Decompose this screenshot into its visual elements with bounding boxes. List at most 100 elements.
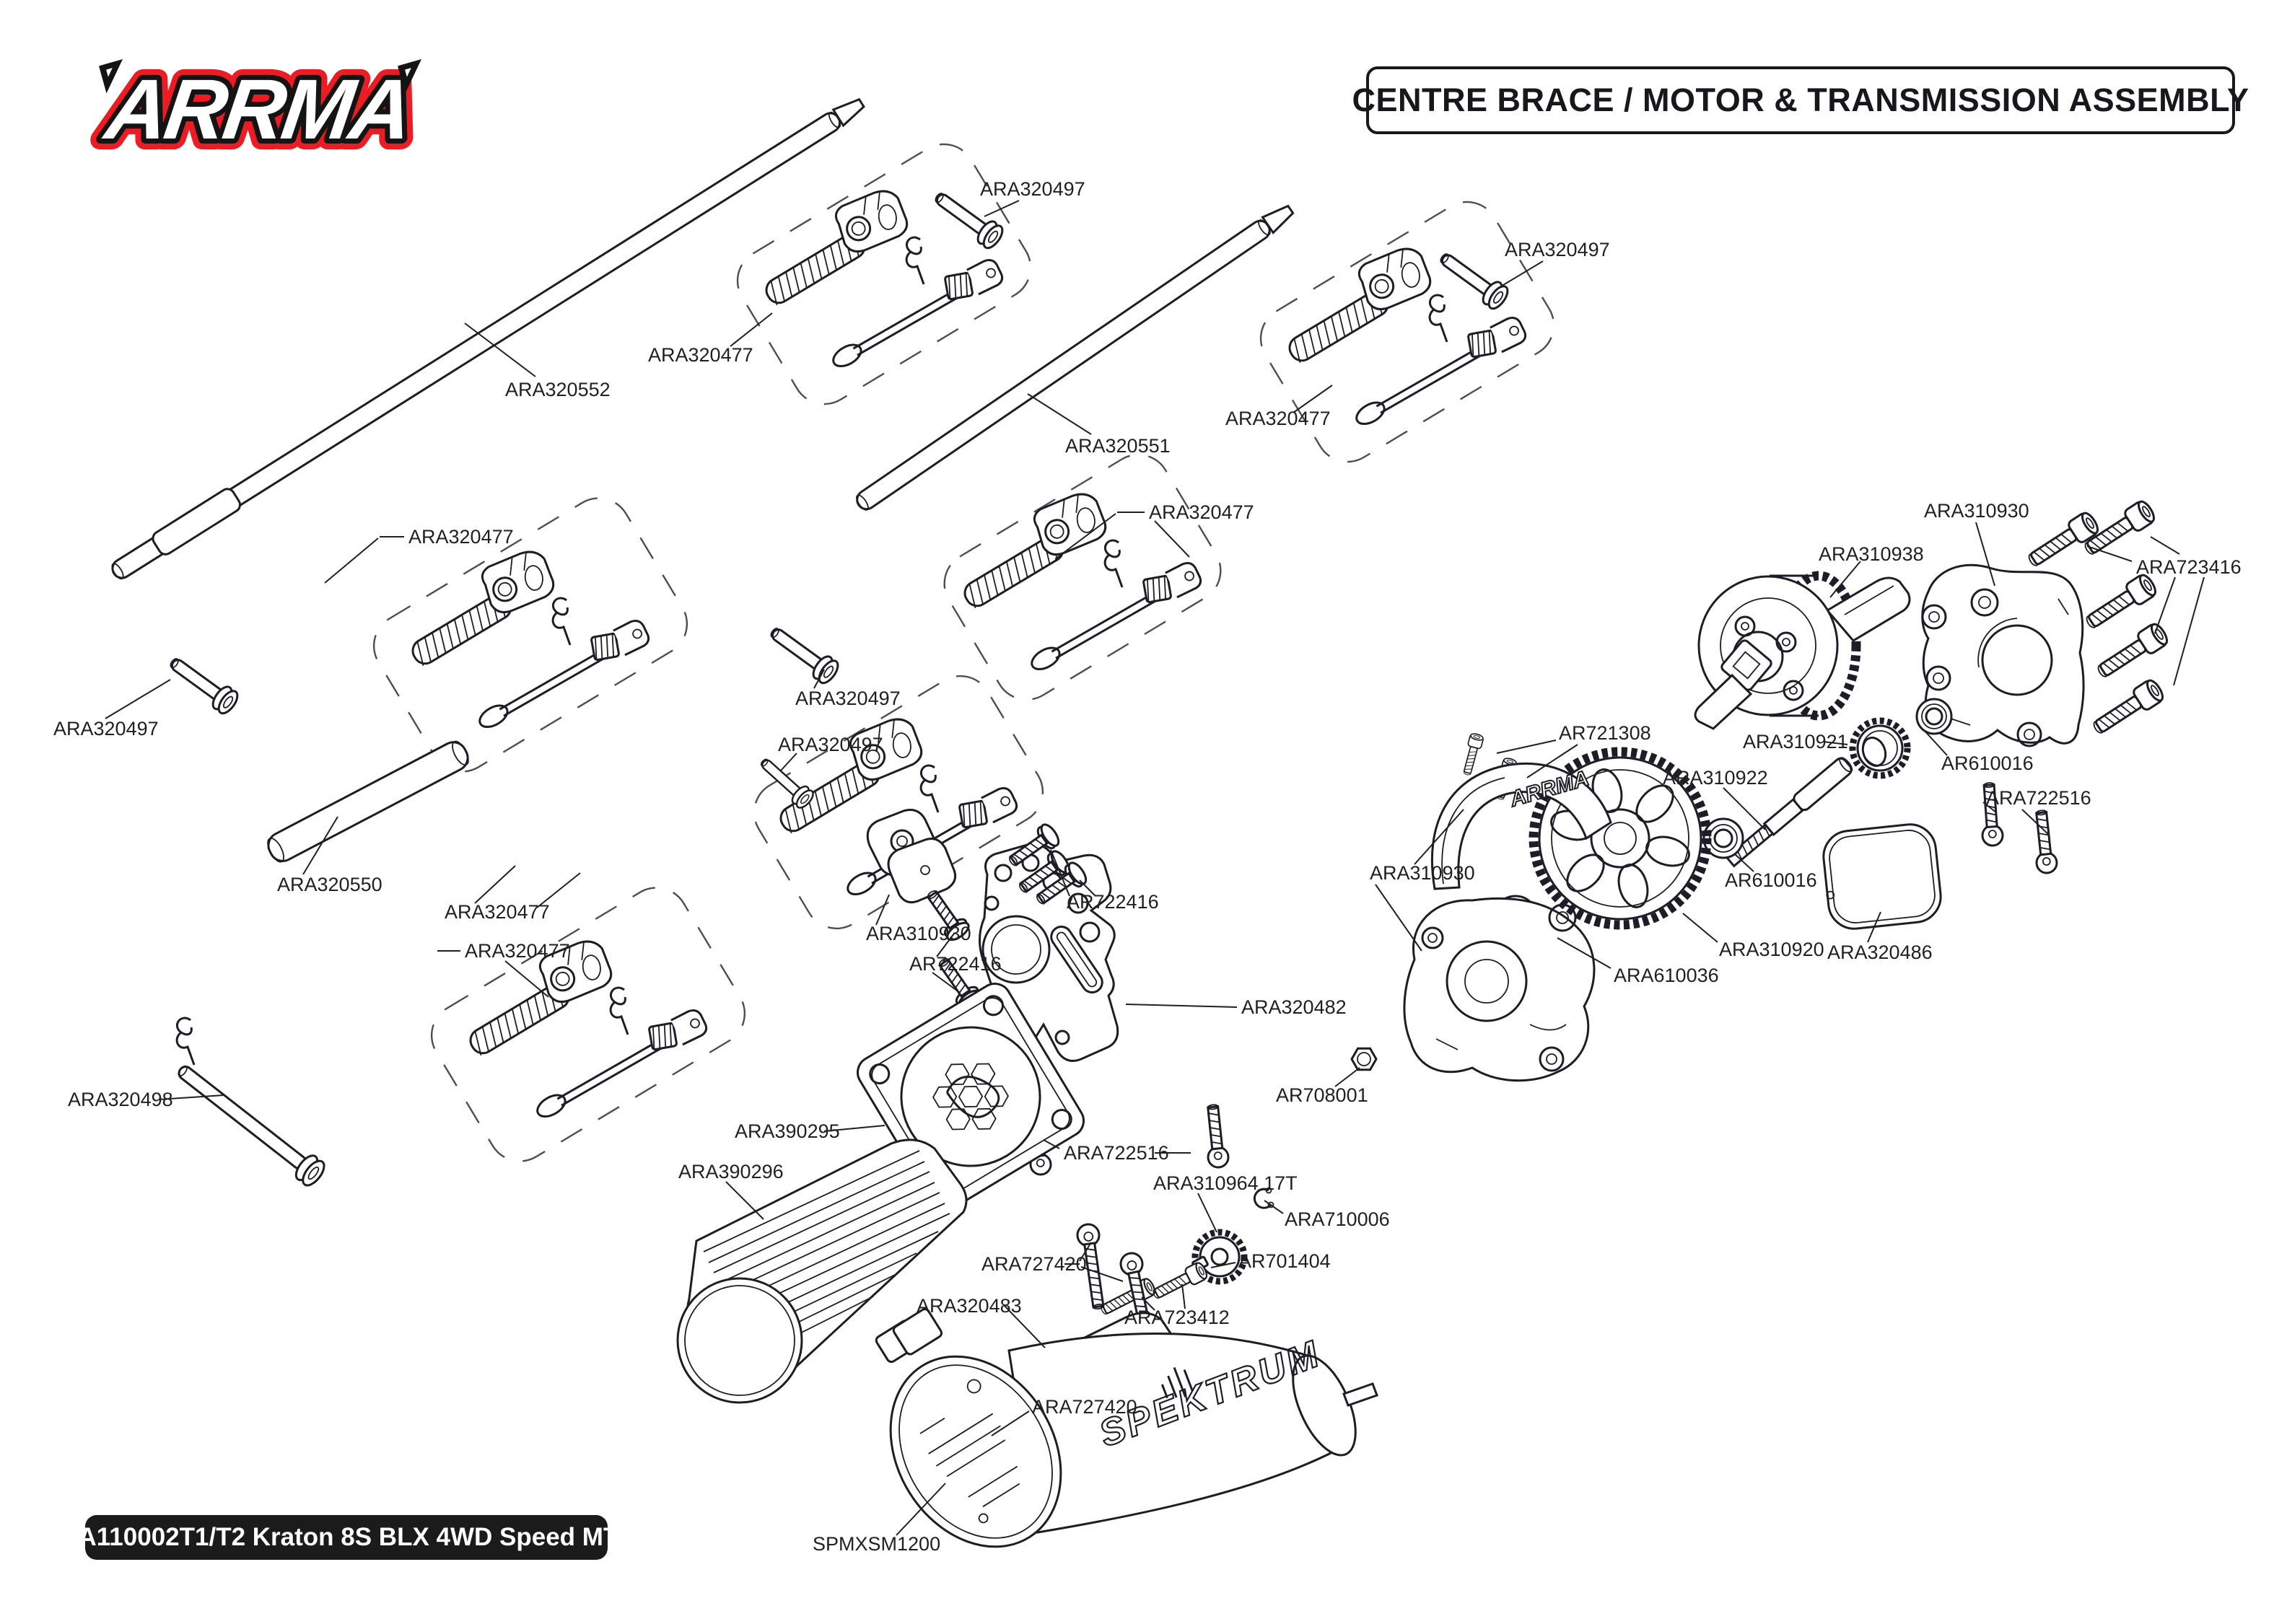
part-label: ARA727420 xyxy=(981,1253,1087,1275)
part-label: ARA320498 xyxy=(68,1089,173,1110)
label-leader-line xyxy=(1054,513,1116,560)
logo-quote-mark xyxy=(398,58,421,94)
label-leader-line xyxy=(1004,1305,1046,1348)
pinion-gear-ara310921 xyxy=(1849,717,1911,779)
part-label: AR721308 xyxy=(1559,722,1651,744)
label-leader-line xyxy=(1050,849,1070,897)
label-leader-line xyxy=(1526,744,1578,778)
logo-fill: ARRMA xyxy=(98,63,416,157)
part-label: AR701404 xyxy=(1238,1250,1331,1272)
logo-outline-red: ARRMA xyxy=(98,63,416,157)
title-box: CENTRE BRACE / MOTOR & TRANSMISSION ASSE… xyxy=(1352,66,2249,134)
part-label: ARA610036 xyxy=(1614,965,1719,986)
screw-ara723416-5 xyxy=(2088,676,2167,741)
part-label: ARA320550 xyxy=(277,874,382,895)
part-label: ARA723412 xyxy=(1124,1307,1230,1328)
label-leader-line xyxy=(991,1410,1030,1436)
driveshaft-ara320551 xyxy=(856,204,1295,511)
label-leader-line xyxy=(823,1125,885,1132)
part-label: ARA390296 xyxy=(678,1161,784,1182)
label-leader-line xyxy=(1829,561,1861,598)
part-label: ARA320482 xyxy=(1241,996,1347,1018)
label-leader-line xyxy=(1375,884,1422,952)
label-leader-line xyxy=(1125,1004,1238,1008)
driveshaft-ara320550 xyxy=(267,740,469,863)
label-leader-line xyxy=(984,200,1020,217)
label-leader-line xyxy=(1982,802,1997,813)
label-leader-line xyxy=(2154,576,2176,634)
label-leader-line xyxy=(1210,1262,1236,1268)
part-label: ARA320551 xyxy=(1065,435,1171,457)
label-leader-line xyxy=(1734,853,1754,872)
part-label: AR610016 xyxy=(1941,752,2034,774)
part-label: ARA320497 xyxy=(1505,239,1610,260)
part-label: ARA320477 xyxy=(1149,501,1254,523)
label-leader-line xyxy=(1293,385,1333,413)
label-leader-line xyxy=(780,752,797,771)
label-leader-line xyxy=(1414,809,1464,865)
part-label: ARA310921 xyxy=(1743,731,1848,752)
label-leader-line xyxy=(1723,787,1766,830)
screw-ara723416-4 xyxy=(2092,620,2172,685)
motor-guard-ara310930: ARRMA xyxy=(1430,763,1612,890)
part-label: ARA310964 17T xyxy=(1153,1172,1298,1194)
part-label: ARA320477 xyxy=(648,344,753,366)
label-leader-line xyxy=(536,872,581,908)
label-leader-line xyxy=(1923,729,1948,756)
label-leader-line xyxy=(813,669,825,689)
driveshaft-ara320552 xyxy=(111,97,865,580)
part-label: ARA722516 xyxy=(1064,1142,1169,1164)
part-label: ARA310922 xyxy=(1663,767,1768,789)
label-leader-line xyxy=(725,1181,764,1220)
label-leader-line xyxy=(158,1094,224,1100)
hinge-pin-3 xyxy=(163,649,242,718)
part-label: ARA320477 xyxy=(1225,408,1331,429)
label-leader-line xyxy=(504,960,549,998)
motor-spmxsm1200: SPEKTRUM xyxy=(875,1308,1378,1548)
part-label: ARA320552 xyxy=(505,379,611,400)
label-leader-line xyxy=(1079,1242,1092,1262)
pin-ara320498 xyxy=(178,1065,325,1187)
label-leader-line xyxy=(474,865,516,904)
part-label: ARA722516 xyxy=(1986,787,2091,809)
part-label: SPMXSM1200 xyxy=(813,1533,940,1555)
label-leader-line xyxy=(1197,1193,1217,1233)
part-label: AR708001 xyxy=(1276,1084,1368,1106)
part-label: ARA310920 xyxy=(1719,939,1824,960)
label-leader-line xyxy=(324,537,379,584)
label-leader-line xyxy=(1079,879,1096,897)
r-clip xyxy=(175,1017,196,1066)
label-leader-line xyxy=(1682,913,1718,943)
part-label: ARA320477 xyxy=(408,526,514,548)
gearbox-housing-right-ara310930 xyxy=(1921,563,2085,747)
part-label: ARA310938 xyxy=(1819,543,1924,565)
label-leader-line xyxy=(1080,1266,1124,1282)
label-leader-line xyxy=(2021,809,2050,836)
coupling-kit-4 xyxy=(466,939,717,1122)
label-leader-line xyxy=(1154,520,1190,558)
label-leader-line xyxy=(1557,937,1612,969)
motor-clamp-ara310930 xyxy=(866,809,957,904)
part-label: ARA320483 xyxy=(917,1295,1022,1317)
arrma-logo: ARRMA ARRMA ARRMA xyxy=(78,48,439,170)
label-leader-line xyxy=(464,322,536,377)
label-leader-line xyxy=(896,1483,946,1536)
label-leader-line xyxy=(1822,741,1848,745)
logo-quote-mark xyxy=(99,58,123,94)
part-label: ARA723416 xyxy=(2136,556,2242,578)
coupling-kit-3 xyxy=(408,549,660,732)
coupling-kit-2 xyxy=(1285,246,1536,429)
model-badge: C-ARA110002T1/T2 Kraton 8S BLX 4WD Speed… xyxy=(15,1515,678,1560)
gearbox-housing-left-ara310930 xyxy=(1403,897,1596,1082)
gasket-ara320486 xyxy=(1822,823,1942,930)
label-leader-line xyxy=(1027,393,1092,435)
part-label: AR610016 xyxy=(1725,869,1817,891)
screw-ara723412-2 xyxy=(1149,1260,1210,1304)
bearing-ar610016-2 xyxy=(1702,817,1744,859)
part-label: ARA320497 xyxy=(795,688,901,709)
label-leader-line xyxy=(1867,911,1881,943)
label-leader-line xyxy=(1264,1200,1284,1214)
part-label: ARA710006 xyxy=(1285,1208,1390,1230)
label-leader-line xyxy=(105,679,171,719)
